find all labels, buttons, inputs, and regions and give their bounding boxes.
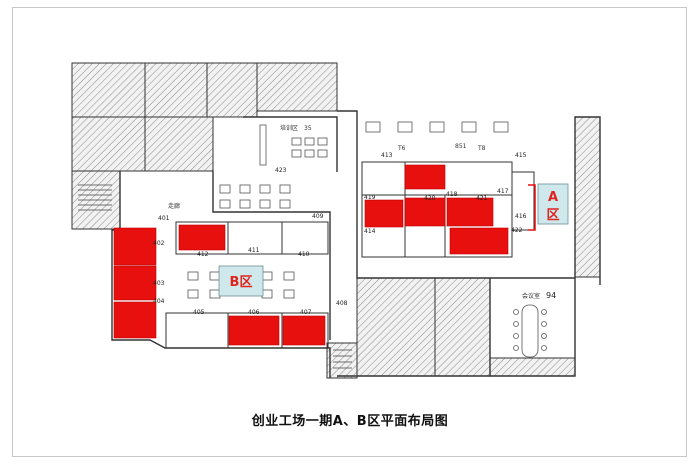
room-403: 403: [153, 280, 165, 287]
room-417: 417: [497, 188, 509, 195]
plan-caption: 创业工场一期A、B区平面布局图: [251, 414, 449, 429]
room-401: 401: [158, 215, 170, 222]
room-415: 415: [515, 152, 527, 159]
room-408: 408: [336, 300, 348, 307]
room-numbers: 401 402 403 404 405 406 407 408 409 410 …: [153, 152, 556, 316]
room-421: 421: [476, 195, 488, 202]
office-402-red: [113, 227, 157, 266]
hatch-bottom-mid-2: [434, 277, 491, 377]
stairs: [78, 184, 352, 369]
hatch-bottom-right: [489, 357, 576, 377]
room-422: 422: [511, 227, 523, 234]
room-414: 414: [364, 228, 376, 235]
label-meeting: 会议室: [522, 292, 540, 300]
office-412-red: [178, 224, 226, 251]
room-407: 407: [300, 309, 312, 316]
room-412: 412: [197, 251, 209, 258]
hatch-top-left-2: [144, 62, 208, 118]
label-training: 培训区: [280, 124, 298, 132]
hatch-bottom-mid-1: [356, 277, 436, 377]
room-418: 418: [446, 191, 458, 198]
highlighted-offices: [113, 164, 509, 346]
hatch-left-mid: [71, 116, 146, 172]
office-406-red: [228, 315, 280, 346]
room-405: 405: [193, 309, 205, 316]
room-404: 404: [153, 298, 165, 305]
zone-a-label-1: A: [548, 190, 558, 205]
room-411: 411: [248, 247, 260, 254]
zone-b-label: B区: [230, 275, 253, 290]
room-416: 416: [515, 213, 527, 220]
room-413: 413: [381, 152, 393, 159]
a-zone-bracket: [528, 184, 536, 231]
office-420-red: [404, 197, 446, 227]
b-zone-walls: [165, 221, 329, 349]
office-422-red: [449, 227, 509, 255]
meeting-table: [513, 304, 547, 358]
zone-b-box: [218, 265, 264, 297]
hatch-left-mid-2: [144, 116, 214, 172]
zone-a-box: [537, 183, 569, 225]
label-851: 851: [455, 143, 467, 150]
hatch-right-strip: [574, 116, 601, 278]
room-409: 409: [312, 213, 324, 220]
office-419-red: [364, 199, 404, 228]
small-labels: 培训区 35 会议室 走廊 851 T6 T8: [168, 124, 540, 300]
room-423: 423: [275, 167, 287, 174]
room-94: 94: [546, 291, 556, 300]
hatch-bottom-stair: [326, 342, 358, 379]
room-419: 419: [364, 194, 376, 201]
room-410: 410: [298, 251, 310, 258]
hatch-top-mid: [256, 62, 338, 112]
room-402: 402: [153, 240, 165, 247]
office-404-red: [113, 301, 157, 339]
furniture-desks: [187, 121, 509, 299]
zone-a-label-2: 区: [546, 208, 559, 223]
a-zone-walls: [361, 161, 535, 258]
room-420: 420: [424, 195, 436, 202]
label-t6: T6: [397, 145, 406, 152]
hatched-blocks: [71, 62, 601, 379]
hatch-top-left-1: [71, 62, 146, 118]
room-406: 406: [248, 309, 260, 316]
office-403-red: [113, 265, 157, 301]
office-407-red: [282, 315, 326, 346]
office-top-red: [404, 164, 446, 190]
label-corridor: 走廊: [168, 202, 180, 210]
hatch-top-left-3: [206, 62, 258, 118]
office-421-red: [446, 197, 494, 227]
label-35: 35: [304, 125, 312, 132]
label-t8: T8: [477, 145, 486, 152]
